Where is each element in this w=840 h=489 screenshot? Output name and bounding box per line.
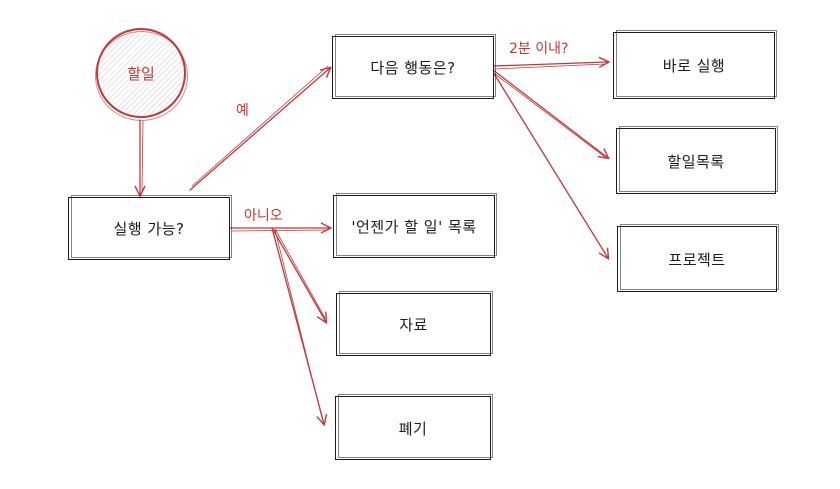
node-do-now-label: 바로 실행 [662, 57, 726, 75]
node-someday-label: '언젠가 할 일' 목록 [351, 218, 477, 236]
node-reference: 자료 [336, 291, 493, 356]
node-someday: '언젠가 할 일' 목록 [333, 193, 497, 258]
node-actionable: 실행 가능? [68, 195, 232, 260]
node-trash-label: 폐기 [398, 419, 428, 438]
node-actionable-label: 실행 가능? [113, 220, 185, 238]
arrow-todo [492, 69, 608, 158]
start-label: 할일 [127, 64, 155, 83]
edge-label-yes: 예 [236, 103, 249, 119]
node-todo-list: 할일목록 [616, 126, 778, 194]
node-next-action-label: 다음 행동은? [370, 59, 456, 77]
node-project-label: 프로젝트 [668, 250, 726, 269]
start-node: 할일 [95, 28, 188, 121]
node-reference-label: 자료 [399, 316, 428, 334]
node-trash: 폐기 [335, 394, 493, 460]
node-do-now: 바로 실행 [613, 30, 777, 99]
edge-label-no: 아니오 [244, 208, 283, 224]
arrow-no-reference [271, 227, 326, 322]
arrow-yes [189, 68, 330, 191]
arrow-two-min [492, 62, 608, 66]
node-project: 프로젝트 [617, 224, 779, 292]
node-todo-list-label: 할일목록 [667, 152, 725, 171]
edge-label-two-min: 2분 이내? [509, 41, 569, 57]
node-next-action: 다음 행동은? [332, 34, 496, 99]
